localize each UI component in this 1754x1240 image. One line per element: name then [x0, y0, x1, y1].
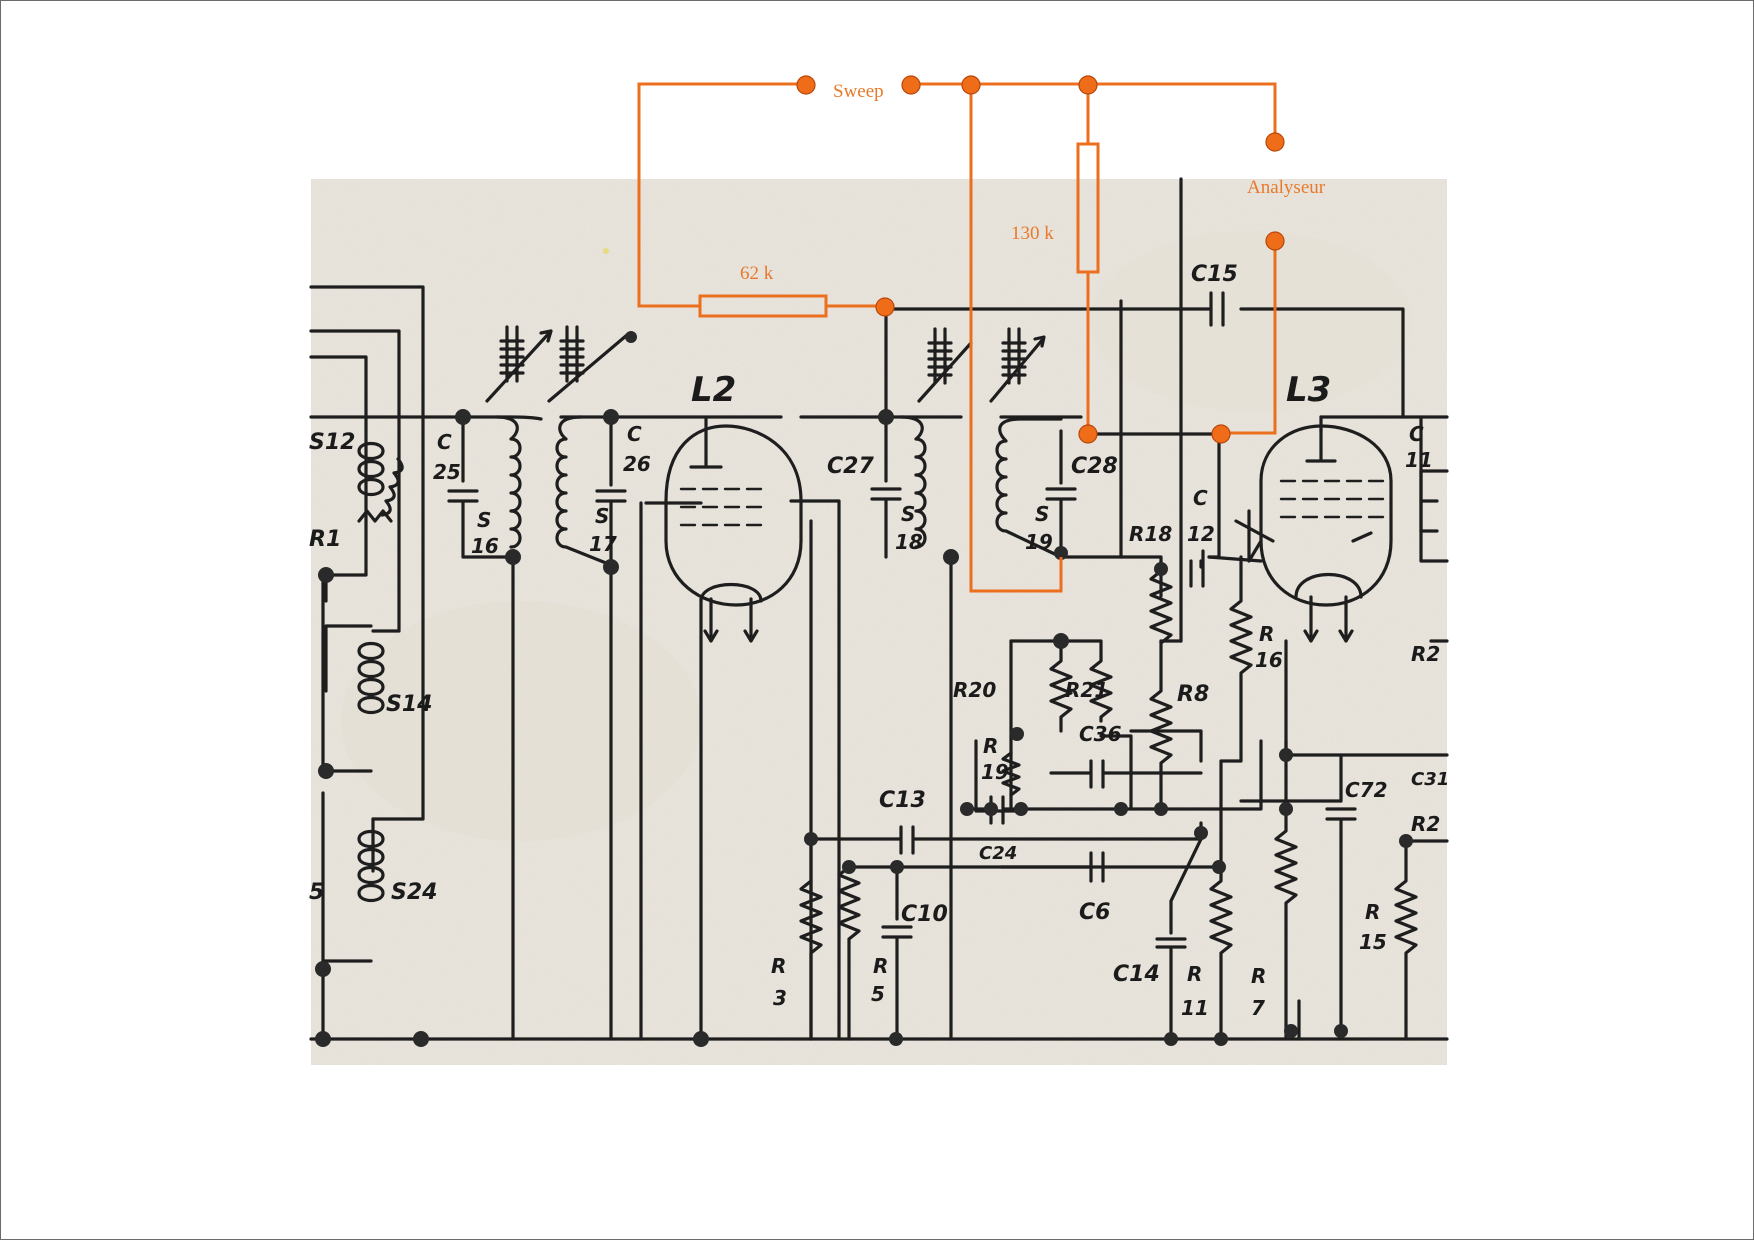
label-c27: C27	[827, 454, 874, 479]
label-r7-letter: R	[1251, 964, 1266, 988]
label-r15-number: 15	[1359, 930, 1387, 954]
sweep-label: Sweep	[833, 81, 884, 102]
sweep-terminal-right	[901, 75, 921, 95]
overlay-node-l3-grid	[1211, 424, 1231, 444]
schematic-wiring	[309, 177, 1449, 1041]
label-r5-number: 5	[871, 982, 885, 1006]
scanned-schematic-photo	[311, 179, 1447, 1065]
analyser-terminal-top	[1265, 132, 1285, 152]
analyseur-label: Analyseur	[1247, 177, 1326, 198]
label-s14: S14	[386, 692, 432, 717]
label-c25-letter: C	[437, 430, 452, 454]
label-c26-letter: C	[627, 422, 642, 446]
test-overlay: Sweep Analyseur 62 k 130 k	[637, 75, 1326, 593]
overlay-node-top-2	[1078, 75, 1098, 95]
junction-dots	[315, 409, 1413, 1047]
label-r11-number: 11	[1181, 996, 1209, 1020]
label-s17-letter: S	[595, 504, 609, 528]
label-r16-letter: R	[1259, 622, 1274, 646]
label-s16-number: 16	[471, 534, 499, 558]
label-r8: R8	[1177, 682, 1209, 707]
tube-l2-label: L2	[691, 370, 736, 410]
label-r19-letter: R	[983, 734, 998, 758]
label-r20: R20	[953, 678, 996, 702]
label-r21: R21	[1065, 678, 1108, 702]
label-s12: S12	[309, 430, 355, 455]
resistor-62k-label: 62 k	[740, 263, 774, 284]
sweep-terminal-left	[796, 75, 816, 95]
analyser-terminal-bottom	[1265, 231, 1285, 251]
overlay-node-top-1	[961, 75, 981, 95]
label-c15: C15	[1191, 262, 1238, 287]
label-c25-number: 25	[433, 460, 461, 484]
label-c36: C36	[1079, 722, 1122, 746]
overlay-wire-left	[637, 82, 806, 308]
label-r1: R1	[309, 527, 341, 552]
label-r5-letter: R	[873, 954, 888, 978]
label-c11-letter: C	[1409, 422, 1424, 446]
resistor-130k-label: 130 k	[1011, 223, 1054, 244]
label-s24: S24	[391, 880, 437, 905]
resistor-130k	[1076, 142, 1100, 274]
overlay-node-c28	[1078, 424, 1098, 444]
label-c10: C10	[901, 902, 948, 927]
label-c28: C28	[1071, 454, 1118, 479]
label-r19-number: 19	[981, 760, 1009, 784]
label-r2-top: R2	[1411, 642, 1440, 666]
overlay-wire-top	[911, 82, 1277, 141]
overlay-node-62k	[875, 297, 895, 317]
label-c12-number: 12	[1187, 522, 1215, 546]
label-r3-number: 3	[773, 986, 787, 1010]
label-r3-letter: R	[771, 954, 786, 978]
label-s16-letter: S	[477, 508, 491, 532]
label-s17-number: 17	[589, 532, 617, 556]
label-c24: C24	[979, 843, 1017, 864]
label-c13: C13	[879, 788, 926, 813]
label-r15-letter: R	[1365, 900, 1380, 924]
label-r18: R18	[1129, 522, 1172, 546]
tube-l3-label: L3	[1286, 370, 1331, 410]
label-s18-letter: S	[901, 502, 915, 526]
label-r11-letter: R	[1187, 962, 1202, 986]
overlay-wire-analyser-return	[1221, 241, 1277, 435]
label-s5: 5	[309, 880, 324, 905]
label-c72: C72	[1345, 778, 1388, 802]
label-s19-letter: S	[1035, 502, 1049, 526]
label-r7-number: 7	[1251, 996, 1265, 1020]
label-c12-letter: C	[1193, 486, 1208, 510]
label-c6: C6	[1079, 900, 1110, 925]
resistor-62k	[698, 294, 828, 318]
label-r16-number: 16	[1255, 648, 1283, 672]
label-c26-number: 26	[623, 452, 651, 476]
overlay-wire-mid-vertical	[969, 84, 1063, 593]
label-c14: C14	[1113, 962, 1160, 987]
label-s19-number: 19	[1025, 530, 1053, 554]
label-c31: C31	[1411, 769, 1449, 790]
label-c11-number: 11	[1405, 448, 1433, 472]
label-s18-number: 18	[895, 530, 923, 554]
schematic-labels: L2 L3 S12 R1 S14 S24 5 C 25 S 16 C 26 S …	[309, 262, 1449, 1020]
label-r2-bottom: R2	[1411, 812, 1440, 836]
